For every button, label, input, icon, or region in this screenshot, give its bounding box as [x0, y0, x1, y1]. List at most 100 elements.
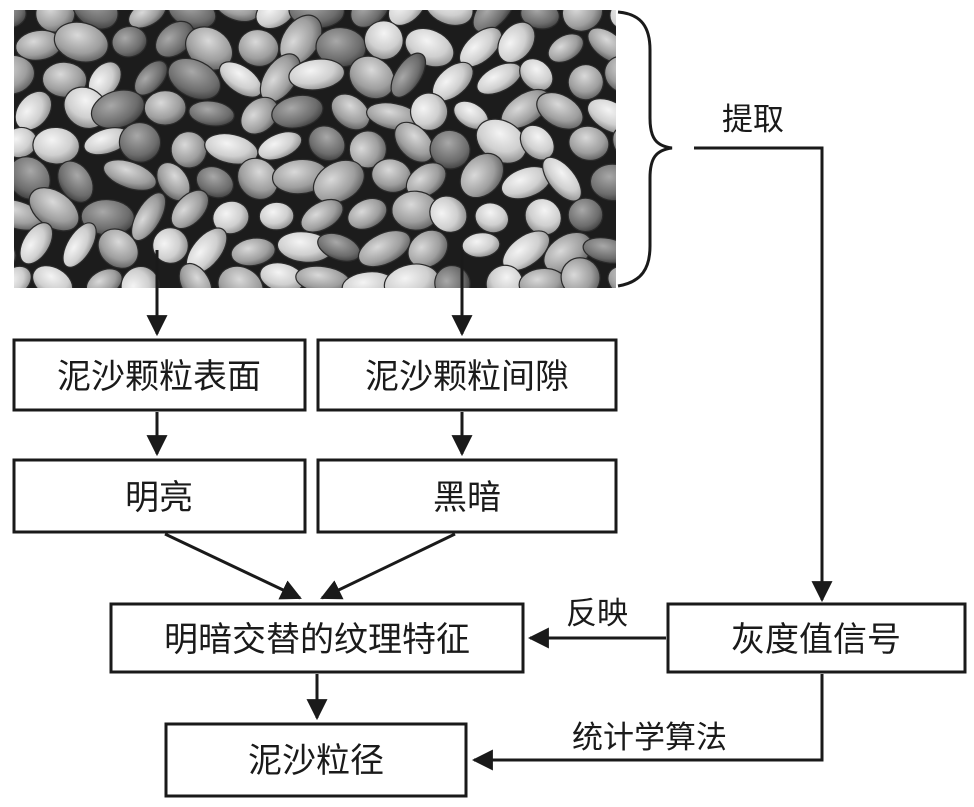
pebble	[457, 291, 506, 340]
pebble	[255, 10, 296, 30]
right-brace	[617, 10, 673, 288]
pebble	[560, 257, 601, 288]
pebble	[61, 292, 108, 339]
pebble	[350, 10, 391, 28]
pebble	[567, 64, 605, 101]
box-gray-label: 灰度值信号	[731, 620, 901, 660]
pebble	[57, 160, 94, 203]
box-bright-label: 明亮	[125, 478, 193, 518]
pebble	[330, 93, 371, 131]
pebble	[188, 100, 235, 127]
pebble	[604, 55, 616, 94]
pebble	[97, 228, 139, 270]
box-size	[164, 722, 468, 798]
pebble	[622, 223, 683, 271]
pebble	[519, 58, 554, 92]
pebble	[459, 152, 505, 199]
extract-arrow	[694, 146, 833, 603]
box-size-label: 泥沙粒径	[248, 741, 384, 781]
pebble	[230, 237, 276, 267]
pebble	[502, 294, 543, 335]
pebble	[258, 201, 295, 231]
pebble	[106, 0, 153, 2]
pebble	[497, 21, 536, 64]
pebble	[195, 165, 235, 199]
pebble	[53, 21, 109, 63]
pebble	[609, 10, 616, 31]
pebble	[567, 197, 604, 233]
box-texture-label: 明暗交替的纹理特征	[164, 620, 470, 660]
box-bright	[12, 458, 307, 534]
pebble	[607, 265, 616, 288]
pebble	[630, 0, 682, 5]
arrow-dark-to-texture	[320, 532, 456, 600]
pebble	[300, 198, 344, 233]
pebble	[351, 287, 414, 343]
box-texture	[109, 602, 525, 674]
box-dark	[316, 458, 618, 534]
pebble	[544, 293, 588, 334]
pebble	[14, 54, 36, 96]
stats-arrow	[471, 674, 824, 771]
pebble	[14, 265, 32, 288]
pebble	[226, 301, 278, 339]
pebble	[308, 125, 346, 162]
pebble	[537, 0, 596, 3]
pebble	[236, 157, 279, 201]
pebble	[32, 126, 81, 165]
pebble	[524, 197, 562, 236]
pebble	[312, 159, 365, 204]
stats-label: 统计学算法	[572, 720, 727, 756]
pebble	[14, 22, 15, 56]
pebble	[520, 10, 560, 30]
pebble	[217, 265, 264, 288]
pebble	[586, 98, 616, 135]
pebble	[635, 155, 679, 201]
arrow-bright-to-texture	[164, 532, 302, 600]
pebble	[19, 222, 54, 265]
pebble	[14, 172, 15, 181]
pebble	[536, 91, 584, 130]
pebble	[416, 291, 460, 337]
pebble	[0, 86, 14, 138]
pebble	[589, 163, 616, 202]
pebble	[118, 121, 162, 163]
pebble	[429, 195, 468, 233]
pebble	[390, 52, 427, 98]
pebble	[31, 265, 74, 288]
pebble	[394, 121, 435, 163]
pebble	[407, 229, 449, 269]
pebble	[357, 229, 412, 268]
pebble	[363, 20, 404, 61]
pebble	[14, 230, 17, 270]
pebble	[85, 268, 123, 288]
reflect-label: 反映	[566, 596, 628, 632]
pebble	[237, 29, 280, 67]
pebble	[568, 125, 610, 162]
pebble	[144, 295, 196, 338]
pebble	[102, 159, 157, 191]
pebble	[474, 202, 510, 234]
pebble	[212, 200, 250, 235]
pebble	[485, 264, 524, 288]
pebble	[104, 298, 156, 340]
pebble	[111, 25, 148, 58]
pebble	[631, 85, 676, 135]
pebble	[319, 288, 378, 343]
pebble	[0, 0, 24, 1]
pebble	[587, 27, 616, 64]
pebble	[276, 0, 333, 1]
pebble	[167, 57, 221, 101]
pebble	[271, 94, 324, 129]
pebble	[423, 10, 474, 27]
pebble	[1, 0, 62, 8]
pebble	[257, 131, 303, 161]
box-surface	[12, 338, 307, 412]
pebble	[561, 10, 604, 32]
pebble	[631, 29, 676, 62]
box-gap-label: 泥沙颗粒间隙	[365, 357, 569, 397]
pebble	[170, 189, 210, 230]
pebble	[130, 192, 167, 242]
pebble	[190, 291, 237, 341]
